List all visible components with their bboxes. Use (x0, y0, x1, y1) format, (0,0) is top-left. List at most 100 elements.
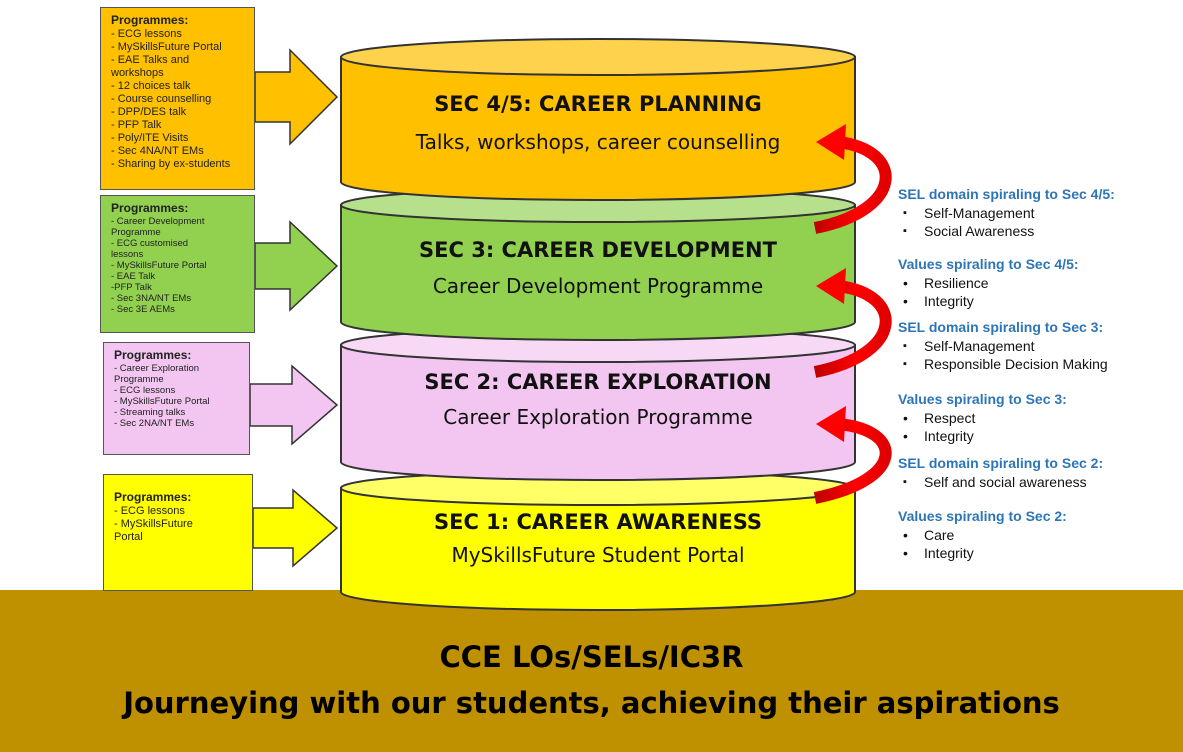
side-list-item-label: Responsible Decision Making (924, 356, 1108, 372)
base-title: CCE LOs/SELs/IC3R (439, 640, 744, 674)
programme-item: - Career Exploration (114, 363, 200, 374)
side-list-item-label: Social Awareness (924, 223, 1035, 239)
bullet-square-icon: ▪ (903, 207, 907, 219)
programme-item: - Course counselling (111, 93, 212, 105)
sel-list: ▪ Self-Management ▪ Responsible Decision Ma… (898, 337, 1108, 373)
block-arrow-sec45 (254, 48, 339, 146)
side-list-item: ▪Social Awareness (898, 222, 1115, 240)
programme-item: - PFP Talk (111, 119, 162, 131)
base-tagline: Journeying with our students, achieving … (123, 686, 1060, 720)
programme-item: - Sec 3E AEMs (111, 304, 175, 315)
programme-item: - ECG lessons (114, 385, 176, 396)
programme-item: - 12 choices talk (111, 80, 191, 92)
tier-subtitle-sec45: Talks, workshops, career counselling (415, 130, 781, 154)
programme-item: Portal (114, 531, 143, 543)
spiral-arrow-to-sec45 (813, 124, 892, 234)
programme-item: - MySkillsFuture Portal (114, 396, 210, 407)
ground-base (0, 590, 1183, 752)
spiral-arrow-to-sec3 (813, 268, 892, 378)
bullet-square-icon: ▪ (903, 340, 907, 352)
side-list-item: ▪ Self-Management (898, 337, 1108, 355)
spiral-arrow-to-sec2 (813, 406, 892, 504)
sel-heading: SEL domain spiraling to Sec 4/5: (898, 186, 1115, 202)
bullet-dot-icon: • (903, 545, 908, 561)
side-list-item: • Resilience (898, 274, 1079, 292)
programme-item: - MySkillsFuture Portal (111, 41, 222, 53)
programme-item: - MySkillsFuture (114, 518, 193, 530)
tier-cylinder-sec2 (340, 327, 856, 481)
programme-item: - EAE Talk (111, 271, 156, 282)
bullet-square-icon: ▪ (903, 358, 907, 370)
side-list-item-label: Self and social awareness (924, 474, 1087, 490)
programmes-title: Programmes: (114, 490, 192, 504)
side-list-item: • Integrity (898, 544, 1067, 562)
programme-item: - Poly/ITE Visits (111, 132, 189, 144)
programme-item: - ECG customised (111, 238, 189, 249)
side-list-item: • Integrity (898, 427, 1067, 445)
programme-item: - Sec 3NA/NT EMs (111, 293, 192, 304)
programme-item: - Sharing by ex-students (111, 158, 231, 170)
side-list-item-label: Integrity (924, 428, 974, 444)
sel-list: ▪ Self-Management▪Social Awareness (898, 204, 1115, 240)
programme-item: - ECG lessons (111, 28, 182, 40)
side-list-item: ▪ Self-Management (898, 204, 1115, 222)
tier-subtitle-sec1: MySkillsFuture Student Portal (451, 543, 745, 567)
side-list-item-label: Integrity (924, 545, 974, 561)
programme-item: -PFP Talk (111, 282, 152, 293)
bullet-square-icon: ▪ (903, 476, 907, 488)
side-list-item-label: Care (924, 527, 955, 543)
tier-cylinder-sec3 (340, 187, 856, 341)
side-list-item-label: Self-Management (924, 205, 1035, 221)
values-list: • Care • Integrity (898, 526, 1067, 562)
side-list-item: • Respect (898, 409, 1067, 427)
bullet-dot-icon: • (903, 293, 908, 309)
programmes-box-sec1: Programmes: - ECG lessons- MySkillsFutur… (103, 474, 253, 591)
programme-item: - DPP/DES talk (111, 106, 187, 118)
bullet-dot-icon: • (903, 428, 908, 444)
side-list-item-label: Respect (924, 410, 976, 426)
side-list-item-label: Resilience (924, 275, 989, 291)
programmes-title: Programmes: (114, 348, 192, 362)
tier-subtitle-sec3: Career Development Programme (432, 274, 764, 298)
tier-title-sec3: SEC 3: CAREER DEVELOPMENT (419, 238, 777, 262)
values-heading: Values spiraling to Sec 4/5: (898, 256, 1079, 272)
sel-heading: SEL domain spiraling to Sec 3: (898, 319, 1104, 335)
block-arrow-sec1 (252, 488, 339, 568)
side-list-item-label: Self-Management (924, 338, 1035, 354)
programme-item: - Career Development (111, 216, 205, 227)
tier-cylinder-sec1 (340, 470, 856, 611)
bullet-dot-icon: • (903, 275, 908, 291)
values-group-sec45: Values spiraling to Sec 4/5: • Resilience… (898, 256, 1079, 310)
sel-group-sec45: SEL domain spiraling to Sec 4/5: ▪ Self-M… (898, 186, 1115, 240)
bullet-dot-icon: • (903, 410, 908, 426)
programme-item: lessons (111, 249, 144, 260)
sel-group-sec3: SEL domain spiraling to Sec 3: ▪ Self-Man… (898, 319, 1108, 373)
bullet-dot-icon: • (903, 527, 908, 543)
sel-list: ▪ Self and social awareness (898, 473, 1103, 491)
programme-item: - EAE Talks and (111, 54, 190, 66)
programme-item: - Streaming talks (114, 407, 186, 418)
programme-item: - Sec 2NA/NT EMs (114, 418, 195, 429)
values-group-sec2: Values spiraling to Sec 2: •Care•Integri… (898, 508, 1067, 562)
side-list-item: • Care (898, 526, 1067, 544)
programme-item: Programme (111, 227, 161, 238)
tier-cylinder-sec45 (340, 38, 856, 201)
block-arrow-sec3 (254, 220, 339, 312)
tier-subtitle-sec2: Career Exploration Programme (443, 405, 753, 429)
sel-group-sec2: SEL domain spiraling to Sec 2: ▪Self and… (898, 455, 1103, 491)
programmes-title: Programmes: (111, 13, 189, 27)
programme-item: Programme (114, 374, 164, 385)
tier-title-sec1: SEC 1: CAREER AWARENESS (433, 510, 763, 534)
values-group-sec3: Values spiraling to Sec 3: •Respect•Inte… (898, 391, 1067, 445)
programme-item: workshops (111, 67, 164, 79)
side-list-item: ▪ Responsible Decision Making (898, 355, 1108, 373)
tier-title-sec2: SEC 2: CAREER EXPLORATION (424, 370, 772, 394)
programmes-box-sec45: Programmes: - ECG lessons- MySkillsFutur… (100, 7, 255, 190)
side-list-item-label: Integrity (924, 293, 974, 309)
values-list: • Respect • Integrity (898, 409, 1067, 445)
